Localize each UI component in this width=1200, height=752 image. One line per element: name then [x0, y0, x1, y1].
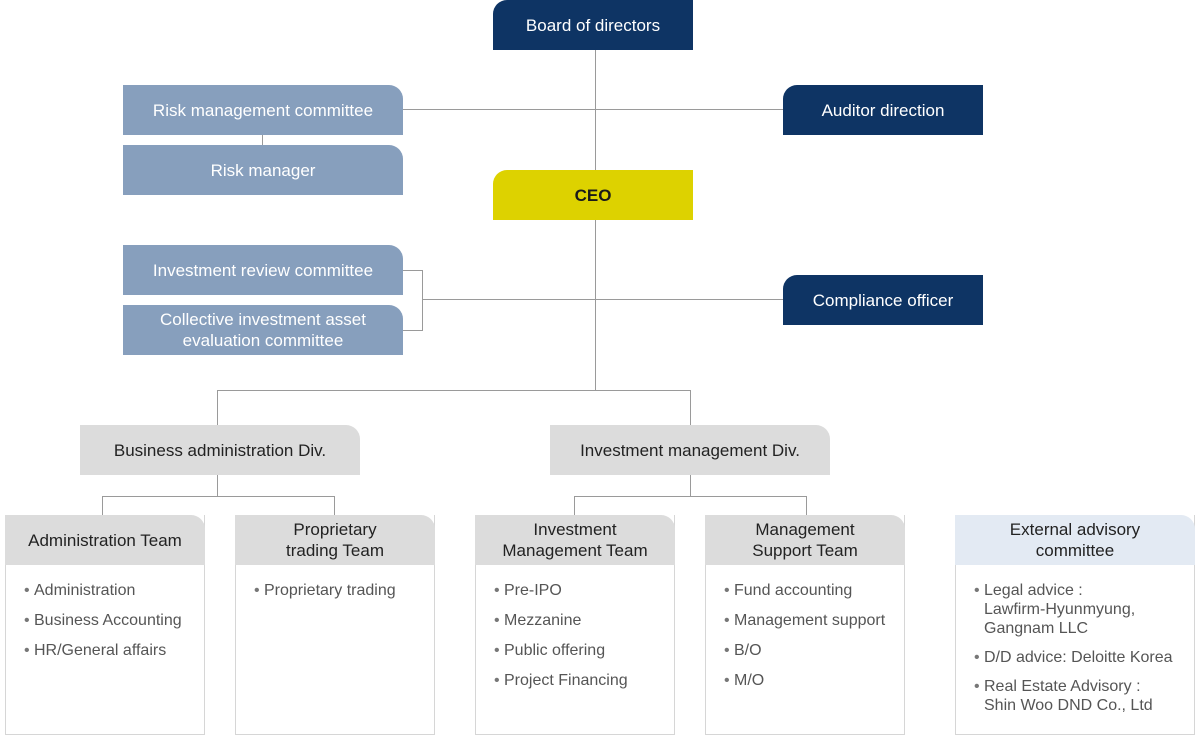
connector-line — [595, 50, 596, 170]
board-of-directors-box: Board of directors — [493, 0, 693, 50]
list-item: Fund accounting — [724, 581, 898, 601]
team-title-line: Management — [755, 520, 855, 539]
team-header: Proprietary trading Team — [235, 515, 435, 565]
list-item: HR/General affairs — [24, 641, 198, 661]
list-item: M/O — [724, 671, 898, 691]
ceo-box: CEO — [493, 170, 693, 220]
investment-management-team-card: Investment Management Team Pre-IPO Mezza… — [475, 515, 675, 735]
team-title-line: Investment — [533, 520, 617, 539]
compliance-officer-box: Compliance officer — [783, 275, 983, 325]
list-item: B/O — [724, 641, 898, 661]
connector-line — [690, 475, 691, 496]
connector-line — [574, 496, 575, 515]
risk-manager-box: Risk manager — [123, 145, 403, 195]
list-item: Project Financing — [494, 671, 668, 691]
team-item-list: Pre-IPO Mezzanine Public offering Projec… — [494, 581, 668, 701]
list-item: Proprietary trading — [254, 581, 428, 601]
auditor-direction-box: Auditor direction — [783, 85, 983, 135]
connector-line — [422, 299, 783, 300]
list-item-line: Gangnam LLC — [984, 620, 1089, 637]
collective-investment-committee-box: Collective investment asset evaluation c… — [123, 305, 403, 355]
team-title-line: External advisory — [1009, 520, 1141, 539]
connector-line — [102, 496, 103, 515]
team-title-line: Support Team — [752, 541, 858, 560]
list-item: Management support — [724, 611, 898, 631]
connector-line — [217, 390, 218, 425]
connector-line — [403, 270, 422, 271]
investment-management-div-box: Investment management Div. — [550, 425, 830, 475]
connector-line — [334, 496, 335, 515]
connector-line — [217, 390, 690, 391]
team-title-line: Proprietary — [293, 520, 377, 539]
team-title-line: trading Team — [286, 541, 384, 560]
team-item-list: Administration Business Accounting HR/Ge… — [24, 581, 198, 671]
team-header: Administration Team — [5, 515, 205, 565]
team-header: External advisory committee — [955, 515, 1195, 565]
connector-line — [595, 220, 596, 390]
administration-team-card: Administration Team Administration Busin… — [5, 515, 205, 735]
management-support-team-card: Management Support Team Fund accounting … — [705, 515, 905, 735]
list-item-line: Shin Woo DND Co., Ltd — [984, 697, 1153, 714]
list-item: Real Estate Advisory : Shin Woo DND Co.,… — [974, 677, 1188, 715]
risk-management-committee-box: Risk management committee — [123, 85, 403, 135]
connector-line — [403, 330, 422, 331]
list-item-line: Real Estate Advisory : — [984, 678, 1141, 695]
proprietary-trading-team-card: Proprietary trading Team Proprietary tra… — [235, 515, 435, 735]
collective-committee-line1: Collective investment asset — [160, 310, 366, 329]
list-item-line: Lawfirm-Hyunmyung, — [984, 601, 1136, 618]
connector-line — [217, 475, 218, 496]
connector-line — [102, 496, 335, 497]
list-item: Mezzanine — [494, 611, 668, 631]
connector-line — [806, 496, 807, 515]
list-item-line: Legal advice : — [984, 582, 1083, 599]
team-item-list: Proprietary trading — [254, 581, 428, 611]
connector-line — [403, 109, 783, 110]
list-item-line: D/D advice: Deloitte Korea — [984, 649, 1173, 666]
list-item: Business Accounting — [24, 611, 198, 631]
team-title-line: committee — [1035, 541, 1115, 560]
list-item: D/D advice: Deloitte Korea — [974, 648, 1188, 667]
connector-line — [574, 496, 807, 497]
team-title-line: Management Team — [502, 541, 648, 560]
connector-line — [690, 390, 691, 425]
list-item: Administration — [24, 581, 198, 601]
external-advisory-committee-card: External advisory committee Legal advice… — [955, 515, 1195, 735]
list-item: Pre-IPO — [494, 581, 668, 601]
connector-line — [262, 135, 263, 145]
list-item: Legal advice : Lawfirm-Hyunmyung, Gangna… — [974, 581, 1188, 638]
team-title: Administration Team — [28, 530, 182, 550]
connector-line — [422, 270, 423, 331]
advisory-item-list: Legal advice : Lawfirm-Hyunmyung, Gangna… — [974, 581, 1188, 725]
team-item-list: Fund accounting Management support B/O M… — [724, 581, 898, 701]
collective-committee-line2: evaluation committee — [182, 331, 344, 350]
list-item: Public offering — [494, 641, 668, 661]
team-header: Management Support Team — [705, 515, 905, 565]
business-administration-div-box: Business administration Div. — [80, 425, 360, 475]
team-header: Investment Management Team — [475, 515, 675, 565]
investment-review-committee-box: Investment review committee — [123, 245, 403, 295]
